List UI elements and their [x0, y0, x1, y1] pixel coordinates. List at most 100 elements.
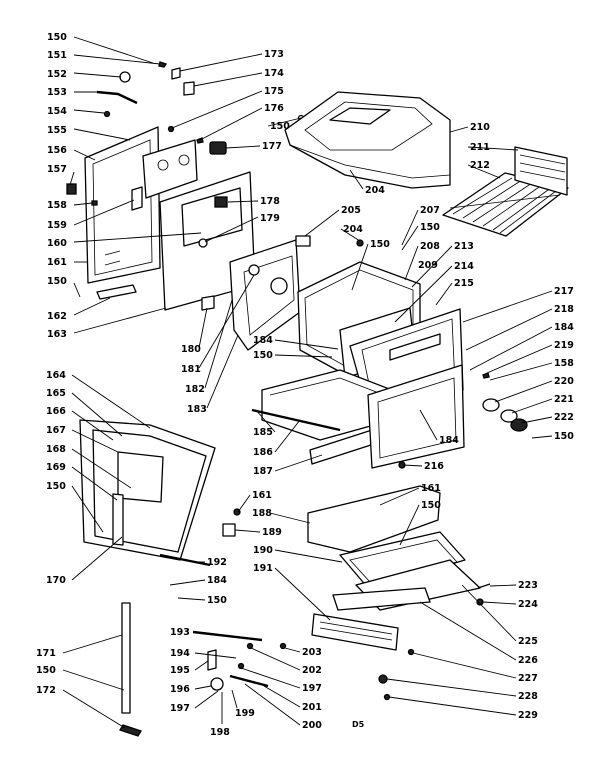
- page-number: D5: [352, 720, 365, 729]
- clip-152: [119, 71, 131, 83]
- callout-214: 214: [454, 261, 474, 272]
- screw-223: [477, 583, 491, 589]
- callout-174: 174: [264, 68, 284, 79]
- rail-171: [121, 602, 131, 714]
- callout-150: 150: [370, 239, 390, 250]
- callout-150: 150: [253, 350, 273, 361]
- callout-159: 159: [47, 220, 67, 231]
- callout-201: 201: [302, 702, 322, 713]
- screw-158: [91, 200, 98, 206]
- callout-171: 171: [36, 648, 56, 659]
- clip-172: [119, 724, 142, 737]
- callout-151: 151: [47, 50, 67, 61]
- callout-228: 228: [518, 691, 538, 702]
- callout-189: 189: [262, 527, 282, 538]
- bottom-frame-190: [339, 531, 466, 589]
- callout-184: 184: [253, 335, 273, 346]
- storage-door-184: [367, 364, 465, 469]
- callout-196: 196: [170, 684, 190, 695]
- callout-180: 180: [181, 344, 201, 355]
- callout-195: 195: [170, 665, 190, 676]
- light-205: [295, 235, 311, 247]
- screw-161b: [233, 508, 241, 516]
- callout-177: 177: [262, 141, 282, 152]
- callout-207: 207: [420, 205, 440, 216]
- callout-229: 229: [518, 710, 538, 721]
- callout-205: 205: [341, 205, 361, 216]
- callout-168: 168: [46, 444, 66, 455]
- callout-150: 150: [554, 431, 574, 442]
- lower-panel-188: [307, 485, 441, 553]
- callout-222: 222: [554, 412, 574, 423]
- screw-203: [279, 642, 287, 650]
- screw-151: [158, 61, 168, 68]
- callout-labels: 150 151 152 153 154 155 156 157 158 159 …: [36, 32, 574, 738]
- control-bracket: [142, 139, 198, 199]
- callout-184: 184: [439, 435, 459, 446]
- callout-153: 153: [47, 87, 67, 98]
- strip-169: [112, 493, 124, 546]
- callout-193: 193: [170, 627, 190, 638]
- screw-229: [383, 693, 391, 701]
- callout-191: 191: [253, 563, 273, 574]
- pipe-201: [229, 674, 269, 688]
- callout-202: 202: [302, 665, 322, 676]
- callout-199: 199: [235, 708, 255, 719]
- block-180: [201, 295, 215, 311]
- callout-221: 221: [554, 394, 574, 405]
- callout-197: 197: [302, 683, 322, 694]
- callout-173: 173: [264, 49, 284, 60]
- block-189: [222, 523, 236, 537]
- callout-182: 182: [185, 384, 205, 395]
- callout-154: 154: [47, 106, 67, 117]
- callout-161: 161: [47, 257, 67, 268]
- callout-150: 150: [36, 665, 56, 676]
- callout-172: 172: [36, 685, 56, 696]
- callout-150: 150: [270, 121, 290, 132]
- callout-194: 194: [170, 648, 190, 659]
- callout-185: 185: [253, 427, 273, 438]
- callout-200: 200: [302, 720, 322, 731]
- callout-220: 220: [554, 376, 574, 387]
- callout-161: 161: [421, 483, 441, 494]
- callout-197: 197: [170, 703, 190, 714]
- screw-204b: [356, 239, 364, 247]
- callout-181: 181: [181, 364, 201, 375]
- plate-162: [96, 284, 137, 300]
- callout-210: 210: [470, 122, 490, 133]
- clip-219: [482, 372, 490, 379]
- callout-217: 217: [554, 286, 574, 297]
- callout-212: 212: [470, 160, 490, 171]
- screw-202: [246, 642, 254, 650]
- callout-208: 208: [420, 241, 440, 252]
- callout-224: 224: [518, 599, 538, 610]
- door-window-214: [389, 333, 441, 361]
- callout-227: 227: [518, 673, 538, 684]
- callout-187: 187: [253, 466, 273, 477]
- callout-169: 169: [46, 462, 66, 473]
- callout-161: 161: [252, 490, 272, 501]
- callout-164: 164: [46, 370, 66, 381]
- callout-183: 183: [187, 404, 207, 415]
- callout-218: 218: [554, 304, 574, 315]
- callout-150: 150: [47, 276, 67, 287]
- base-pan-226: [332, 587, 431, 611]
- valve-196: [210, 677, 224, 691]
- bracket-195: [207, 649, 217, 671]
- callout-184: 184: [207, 575, 227, 586]
- callout-167: 167: [46, 425, 66, 436]
- callout-190: 190: [253, 545, 273, 556]
- callout-150: 150: [47, 32, 67, 43]
- callout-211: 211: [470, 142, 490, 153]
- callout-198: 198: [210, 727, 230, 738]
- callout-213: 213: [454, 241, 474, 252]
- callout-204: 204: [343, 224, 363, 235]
- leader-lines: [62, 36, 553, 729]
- bracket-159: [131, 186, 143, 211]
- callout-204: 204: [365, 185, 385, 196]
- callout-219: 219: [554, 340, 574, 351]
- callout-163: 163: [47, 329, 67, 340]
- callout-216: 216: [424, 461, 444, 472]
- callout-209: 209: [418, 260, 438, 271]
